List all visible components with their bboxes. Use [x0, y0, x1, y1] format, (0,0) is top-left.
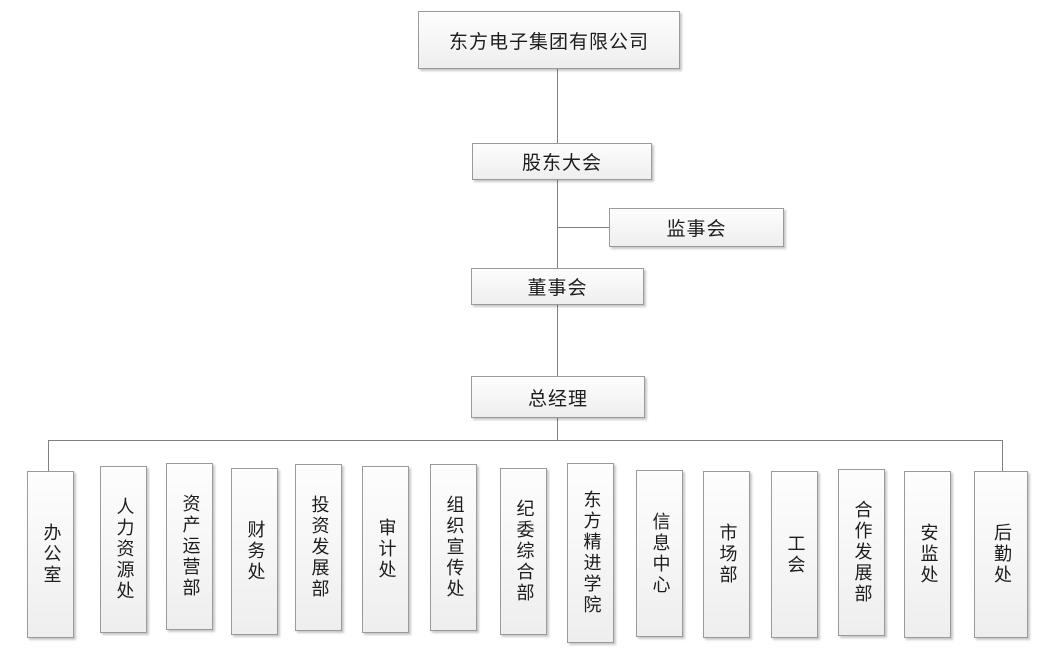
node-shareholders-meeting-label: 股东大会	[521, 152, 602, 174]
department-label-7: 组织宣传处	[443, 495, 465, 600]
department-node-11[interactable]: 市场部	[703, 471, 750, 638]
department-node-12[interactable]: 工会	[771, 471, 818, 638]
connector-bus-to-last-department	[1002, 440, 1003, 471]
department-label-9: 东方精进学院	[580, 490, 602, 616]
connector-bus-to-first-department	[48, 440, 49, 471]
connector-department-bus	[48, 440, 1003, 441]
department-label-8: 纪委综合部	[513, 499, 535, 604]
connector-gm-to-bus	[557, 418, 558, 440]
department-label-3: 资产运营部	[179, 494, 201, 599]
department-node-13[interactable]: 合作发展部	[838, 469, 885, 636]
node-board-of-supervisors[interactable]: 监事会	[609, 208, 784, 247]
node-general-manager-label: 总经理	[527, 387, 588, 410]
department-label-4: 财务处	[244, 520, 266, 583]
node-company-label: 东方电子集团有限公司	[448, 30, 649, 53]
department-node-1[interactable]: 办公室	[27, 471, 74, 638]
department-node-10[interactable]: 信息中心	[636, 470, 683, 637]
connector-shareholders-trunk	[557, 180, 558, 268]
department-node-3[interactable]: 资产运营部	[166, 463, 213, 630]
node-board-of-directors[interactable]: 董事会	[471, 268, 644, 305]
department-label-13: 合作发展部	[851, 500, 873, 605]
department-label-5: 投资发展部	[308, 495, 330, 600]
node-board-of-directors-label: 董事会	[527, 277, 588, 299]
department-label-11: 市场部	[716, 523, 738, 586]
node-general-manager[interactable]: 总经理	[471, 376, 645, 418]
department-node-14[interactable]: 安监处	[904, 471, 951, 638]
department-node-7[interactable]: 组织宣传处	[430, 464, 477, 631]
department-label-14: 安监处	[917, 523, 939, 586]
department-node-6[interactable]: 审计处	[362, 466, 409, 633]
node-company[interactable]: 东方电子集团有限公司	[418, 11, 680, 69]
department-node-4[interactable]: 财务处	[231, 468, 278, 635]
department-node-2[interactable]: 人力资源处	[100, 466, 147, 633]
department-label-1: 办公室	[40, 523, 62, 586]
department-node-9[interactable]: 东方精进学院	[567, 463, 614, 643]
node-board-of-supervisors-label: 监事会	[666, 218, 727, 240]
department-label-2: 人力资源处	[113, 497, 135, 602]
department-label-10: 信息中心	[649, 511, 671, 596]
node-shareholders-meeting[interactable]: 股东大会	[472, 143, 652, 180]
connector-company-to-shareholders	[557, 69, 558, 143]
department-node-8[interactable]: 纪委综合部	[500, 468, 547, 635]
department-label-12: 工会	[784, 533, 806, 576]
department-node-15[interactable]: 后勤处	[974, 471, 1028, 638]
department-label-15: 后勤处	[991, 523, 1012, 586]
department-node-5[interactable]: 投资发展部	[295, 464, 342, 631]
department-label-6: 审计处	[375, 518, 397, 581]
connector-board-to-gm	[557, 305, 558, 376]
connector-shareholders-to-supervisors	[557, 227, 609, 228]
